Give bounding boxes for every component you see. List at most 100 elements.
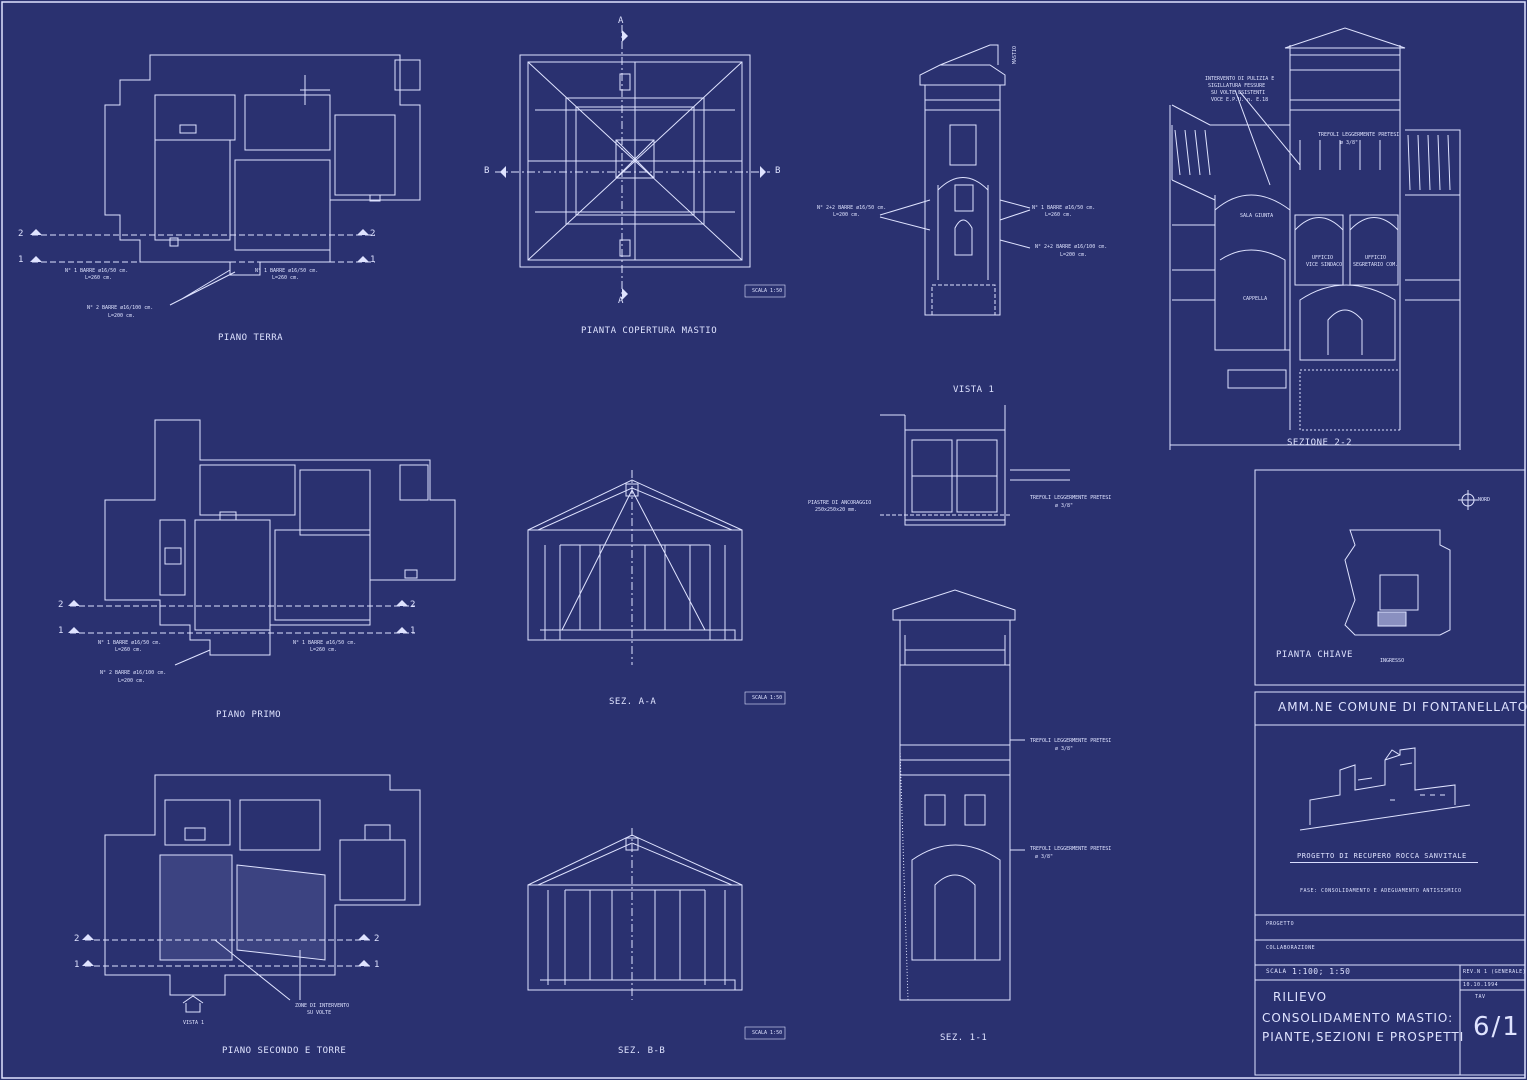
mark-1-left: 1 [18, 255, 24, 265]
note-trefoli-1: TREFOLI LEGGERMENTE PRETESI [1030, 495, 1112, 501]
title-block-collaborazione: COLLABORAZIONE [1266, 945, 1316, 951]
title-block-frame [1254, 469, 1526, 1076]
note-pp-barre1b: N° 1 BARRE ø16/50 cm. [293, 640, 357, 646]
plan-piano-terra [32, 54, 421, 306]
label-ingresso: INGRESSO [1380, 658, 1405, 664]
note-trefoli-2-d: ø 3/8" [1055, 746, 1074, 752]
mark-1-pp-right: 1 [410, 626, 416, 636]
title-block-client: AMM.NE COMUNE DI FONTANELLATO [1278, 700, 1527, 714]
mark-1-ps-left: 1 [74, 960, 80, 970]
mark-1-ps-right: 1 [374, 960, 380, 970]
note-pp-l200: L=200 cm. [118, 678, 146, 684]
note-pp-barre2: N° 2 BARRE ø16/100 cm. [100, 670, 167, 676]
label-nord: NORD [1478, 497, 1491, 503]
section-b-b [527, 828, 786, 1040]
project-underline [1290, 862, 1478, 863]
section-1-1-tower [892, 589, 1025, 1001]
note-pt-barre2: N° 2 BARRE ø16/100 cm. [87, 305, 154, 311]
room-ufficio-seg-1: UFFICIO [1365, 255, 1387, 261]
title-sez-b-b: SEZ. B-B [618, 1046, 666, 1056]
room-cappella: CAPPELLA [1243, 296, 1268, 302]
title-block-title-3: PIANTE,SEZIONI E PROSPETTI [1262, 1030, 1465, 1044]
note-trefoli-2: TREFOLI LEGGERMENTE PRETESI [1030, 738, 1112, 744]
note-zone-1: ZONE DI INTERVENTO [295, 1003, 350, 1009]
mark-2-left: 2 [18, 229, 24, 239]
title-block-rev: REV.N 1 (GENERALE) [1463, 969, 1527, 975]
room-ufficio-vice-1: UFFICIO [1312, 255, 1334, 261]
section-markers [30, 30, 766, 966]
room-ufficio-seg-2: SEGRETARIO COM. [1353, 262, 1399, 268]
section-1-1-detail [880, 405, 1070, 526]
note-intervento-4: VOCE E.P.U. n. E.18 [1211, 97, 1269, 103]
note-trefoli-4: TREFOLI LEGGERMENTE PRETESI [1318, 132, 1400, 138]
title-block-scala: SCALA [1266, 968, 1287, 975]
mark-b-right: B [775, 166, 781, 176]
section-2-2 [1169, 27, 1461, 450]
title-block-title-1: RILIEVO [1273, 990, 1328, 1004]
mark-2-right: 2 [370, 229, 376, 239]
note-trefoli-4-d: ø 3/8" [1340, 140, 1359, 146]
elevation-vista-1 [879, 44, 1031, 316]
room-ufficio-vice-2: VICE SINDACO [1306, 262, 1343, 268]
mark-1-pp-left: 1 [58, 626, 64, 636]
note-intervento-1: INTERVENTO DI PULIZIA E [1205, 76, 1275, 82]
title-pianta-copertura: PIANTA COPERTURA MASTIO [581, 326, 718, 336]
note-v-l200: L=200 cm. [833, 212, 861, 218]
note-pt-l260b: L=260 cm. [272, 275, 300, 281]
note-v-l260: L=260 cm. [1045, 212, 1073, 218]
room-sala-giunta: SALA GIUNTA [1240, 213, 1274, 219]
title-block-sheet-number: 6/1 [1473, 1012, 1521, 1042]
title-pianta-chiave: PIANTA CHIAVE [1276, 650, 1353, 660]
note-pt-l200: L=200 cm. [108, 313, 136, 319]
mark-2-ps-right: 2 [374, 934, 380, 944]
title-sez-1-1: SEZ. 1-1 [940, 1033, 988, 1043]
note-v-barre1: N° 1 BARRE ø16/50 cm. [1032, 205, 1096, 211]
plan-piano-primo [70, 419, 456, 666]
title-sezione-2-2: SEZIONE 2-2 [1287, 438, 1353, 448]
note-pt-barre1: N° 1 BARRE ø16/50 cm. [65, 268, 129, 274]
title-piano-secondo: PIANO SECONDO E TORRE [222, 1046, 347, 1056]
mark-2-pp-left: 2 [58, 600, 64, 610]
note-pp-l260b: L=260 cm. [310, 647, 338, 653]
note-pt-l260: L=260 cm. [85, 275, 113, 281]
title-block-title-2: CONSOLIDAMENTO MASTIO: [1262, 1011, 1454, 1025]
label-vista-1-small: VISTA 1 [183, 1020, 205, 1026]
note-piastre: PIASTRE DI ANCORAGGIO [808, 500, 872, 506]
title-block-progetto: PROGETTO [1266, 921, 1295, 927]
note-v-barre22b: N° 2+2 BARRE ø16/100 cm. [1035, 244, 1108, 250]
plan-copertura [495, 25, 786, 300]
note-pt-barre1b: N° 1 BARRE ø16/50 cm. [255, 268, 319, 274]
note-pp-l260: L=260 cm. [115, 647, 143, 653]
mark-b-left: B [484, 166, 490, 176]
note-intervento-2: SIGILLATURA FESSURE [1208, 83, 1266, 89]
mark-2-ps-left: 2 [74, 934, 80, 944]
note-v-barre22: N° 2+2 BARRE ø16/50 cm. [817, 205, 887, 211]
mark-a-bottom: A [618, 296, 624, 306]
mark-1-right: 1 [370, 255, 376, 265]
section-a-a [527, 470, 786, 705]
title-vista-1: VISTA 1 [953, 385, 995, 395]
title-block-tav-label: TAV [1475, 994, 1486, 1000]
mark-2-pp-right: 2 [410, 600, 416, 610]
mark-a-top: A [618, 16, 624, 26]
title-piano-primo: PIANO PRIMO [216, 710, 282, 720]
scale-sez-a-a: SCALA 1:50 [752, 695, 783, 701]
label-mastio: MASTIO [1012, 45, 1019, 65]
title-block-phase: FASE: CONSOLIDAMENTO E ADEGUAMENTO ANTIS… [1300, 888, 1462, 894]
note-pp-barre1: N° 1 BARRE ø16/50 cm. [98, 640, 162, 646]
title-block-date: 10.10.1994 [1463, 982, 1499, 988]
note-trefoli-3-d: ø 3/8" [1035, 854, 1054, 860]
note-intervento-3: SU VOLTE ESISTENTI [1211, 90, 1266, 96]
note-v-l200b: L=200 cm. [1060, 252, 1088, 258]
note-piastre-dim: 250x250x20 mm. [815, 507, 858, 513]
title-block-scale-value: 1:100; 1:50 [1292, 967, 1351, 976]
title-sez-a-a: SEZ. A-A [609, 697, 657, 707]
title-piano-terra: PIANO TERRA [218, 333, 284, 343]
scale-copertura: SCALA 1:50 [752, 288, 783, 294]
plan-piano-secondo [85, 774, 421, 1013]
scale-sez-b-b: SCALA 1:50 [752, 1030, 783, 1036]
title-block-project: PROGETTO DI RECUPERO ROCCA SANVITALE [1297, 852, 1467, 860]
note-trefoli-1-d: ø 3/8" [1055, 503, 1074, 509]
